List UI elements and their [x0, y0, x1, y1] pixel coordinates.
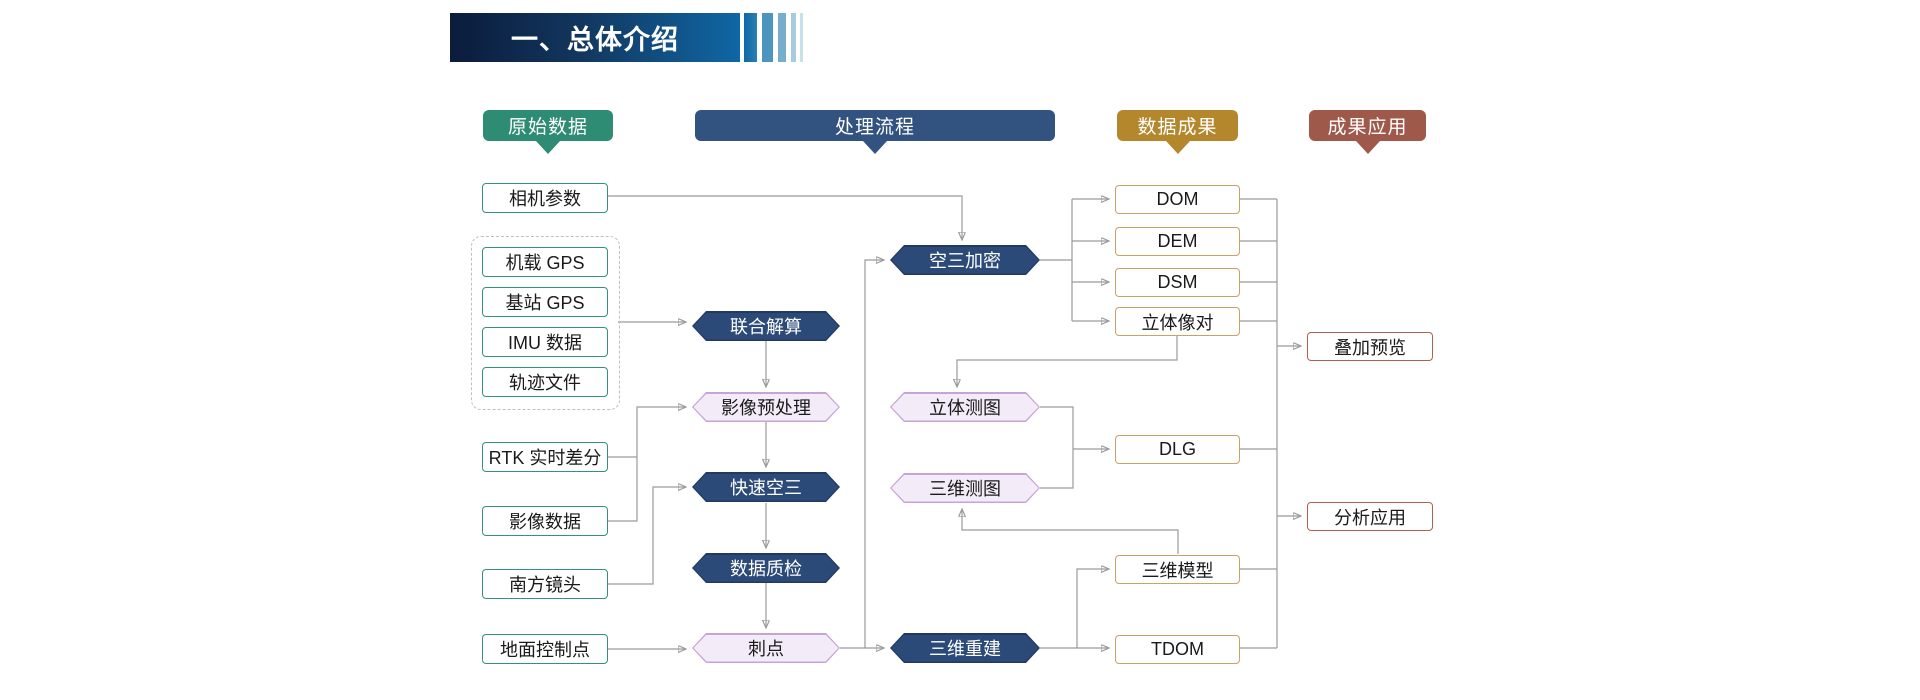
node-data-qc: 数据质检: [692, 553, 840, 583]
node-fast-triangulation: 快速空三: [692, 472, 840, 502]
title-banner: 一、总体介绍: [450, 13, 740, 62]
node-south-lens: 南方镜头: [482, 569, 608, 599]
node-label: 三维测图: [929, 479, 1001, 499]
node-dem: DEM: [1115, 227, 1240, 256]
node-tdom: TDOM: [1115, 635, 1240, 664]
node-label: 轨迹文件: [509, 373, 581, 393]
header-application-label: 成果应用: [1327, 117, 1408, 138]
node-dlg: DLG: [1115, 435, 1240, 464]
node-stereo-mapping: 立体测图: [890, 392, 1040, 422]
header-source-label: 原始数据: [507, 117, 588, 138]
node-3d-model: 三维模型: [1115, 555, 1240, 584]
node-label: DSM: [1157, 272, 1198, 292]
node-label: TDOM: [1151, 639, 1204, 659]
node-image-preprocess: 影像预处理: [692, 392, 840, 422]
node-label: 基站 GPS: [505, 293, 585, 313]
node-label: 刺点: [748, 639, 784, 659]
node-label: 空三加密: [929, 251, 1001, 271]
node-label: 地面控制点: [500, 640, 590, 660]
node-track-file: 轨迹文件: [482, 367, 608, 397]
node-label: 立体测图: [929, 398, 1001, 418]
node-triangulation-densify: 空三加密: [890, 245, 1040, 275]
node-point-prick: 刺点: [692, 633, 840, 663]
header-result-application: 成果应用: [1309, 110, 1426, 154]
node-label: DLG: [1158, 439, 1196, 459]
node-label: 相机参数: [509, 189, 581, 209]
node-label: 三维模型: [1141, 560, 1214, 581]
node-dsm: DSM: [1115, 268, 1240, 297]
node-label: 叠加预览: [1334, 337, 1406, 358]
node-base-gps: 基站 GPS: [482, 287, 608, 317]
node-label: 联合解算: [730, 317, 802, 337]
header-source-data: 原始数据: [483, 110, 613, 154]
node-dom: DOM: [1115, 185, 1240, 214]
node-rtk-diff: RTK 实时差分: [482, 442, 608, 472]
node-label: 分析应用: [1334, 507, 1406, 528]
node-imu-data: IMU 数据: [482, 327, 608, 357]
node-label: 立体像对: [1141, 312, 1214, 333]
node-label: 三维重建: [929, 639, 1001, 659]
banner-stripe: [791, 13, 796, 62]
header-results-label: 数据成果: [1137, 117, 1218, 138]
node-3d-reconstruction: 三维重建: [890, 633, 1040, 663]
node-3d-mapping: 三维测图: [890, 473, 1040, 503]
node-label: DOM: [1156, 189, 1199, 209]
banner-stripe: [744, 13, 757, 62]
node-label: 影像预处理: [721, 398, 811, 418]
banner-stripe: [800, 13, 803, 62]
header-pointer: [1355, 141, 1380, 154]
node-airborne-gps: 机载 GPS: [482, 247, 608, 277]
node-label: DEM: [1157, 231, 1198, 251]
header-process-flow: 处理流程: [695, 110, 1055, 154]
banner-stripe: [762, 13, 773, 62]
node-overlay-preview: 叠加预览: [1307, 332, 1433, 361]
node-image-data: 影像数据: [482, 506, 608, 536]
node-label: 影像数据: [509, 512, 581, 532]
header-pointer: [1165, 141, 1190, 154]
header-pointer: [536, 141, 560, 154]
header-process-label: 处理流程: [834, 117, 915, 138]
header-pointer: [863, 141, 887, 154]
node-label: 机载 GPS: [505, 253, 585, 273]
page-title: 一、总体介绍: [511, 25, 679, 55]
header-data-results: 数据成果: [1117, 110, 1238, 154]
gps-source-group: [471, 236, 620, 410]
node-label: IMU 数据: [508, 333, 582, 353]
node-ground-control: 地面控制点: [482, 634, 608, 664]
node-joint-solution: 联合解算: [692, 311, 840, 341]
banner-stripe: [778, 13, 786, 62]
node-label: 快速空三: [730, 478, 802, 498]
node-label: 南方镜头: [509, 575, 581, 595]
node-analysis-app: 分析应用: [1307, 502, 1433, 531]
node-label: 数据质检: [730, 559, 802, 579]
node-label: RTK 实时差分: [488, 448, 602, 468]
node-camera-params: 相机参数: [482, 183, 608, 213]
node-stereo-pair: 立体像对: [1115, 307, 1240, 336]
